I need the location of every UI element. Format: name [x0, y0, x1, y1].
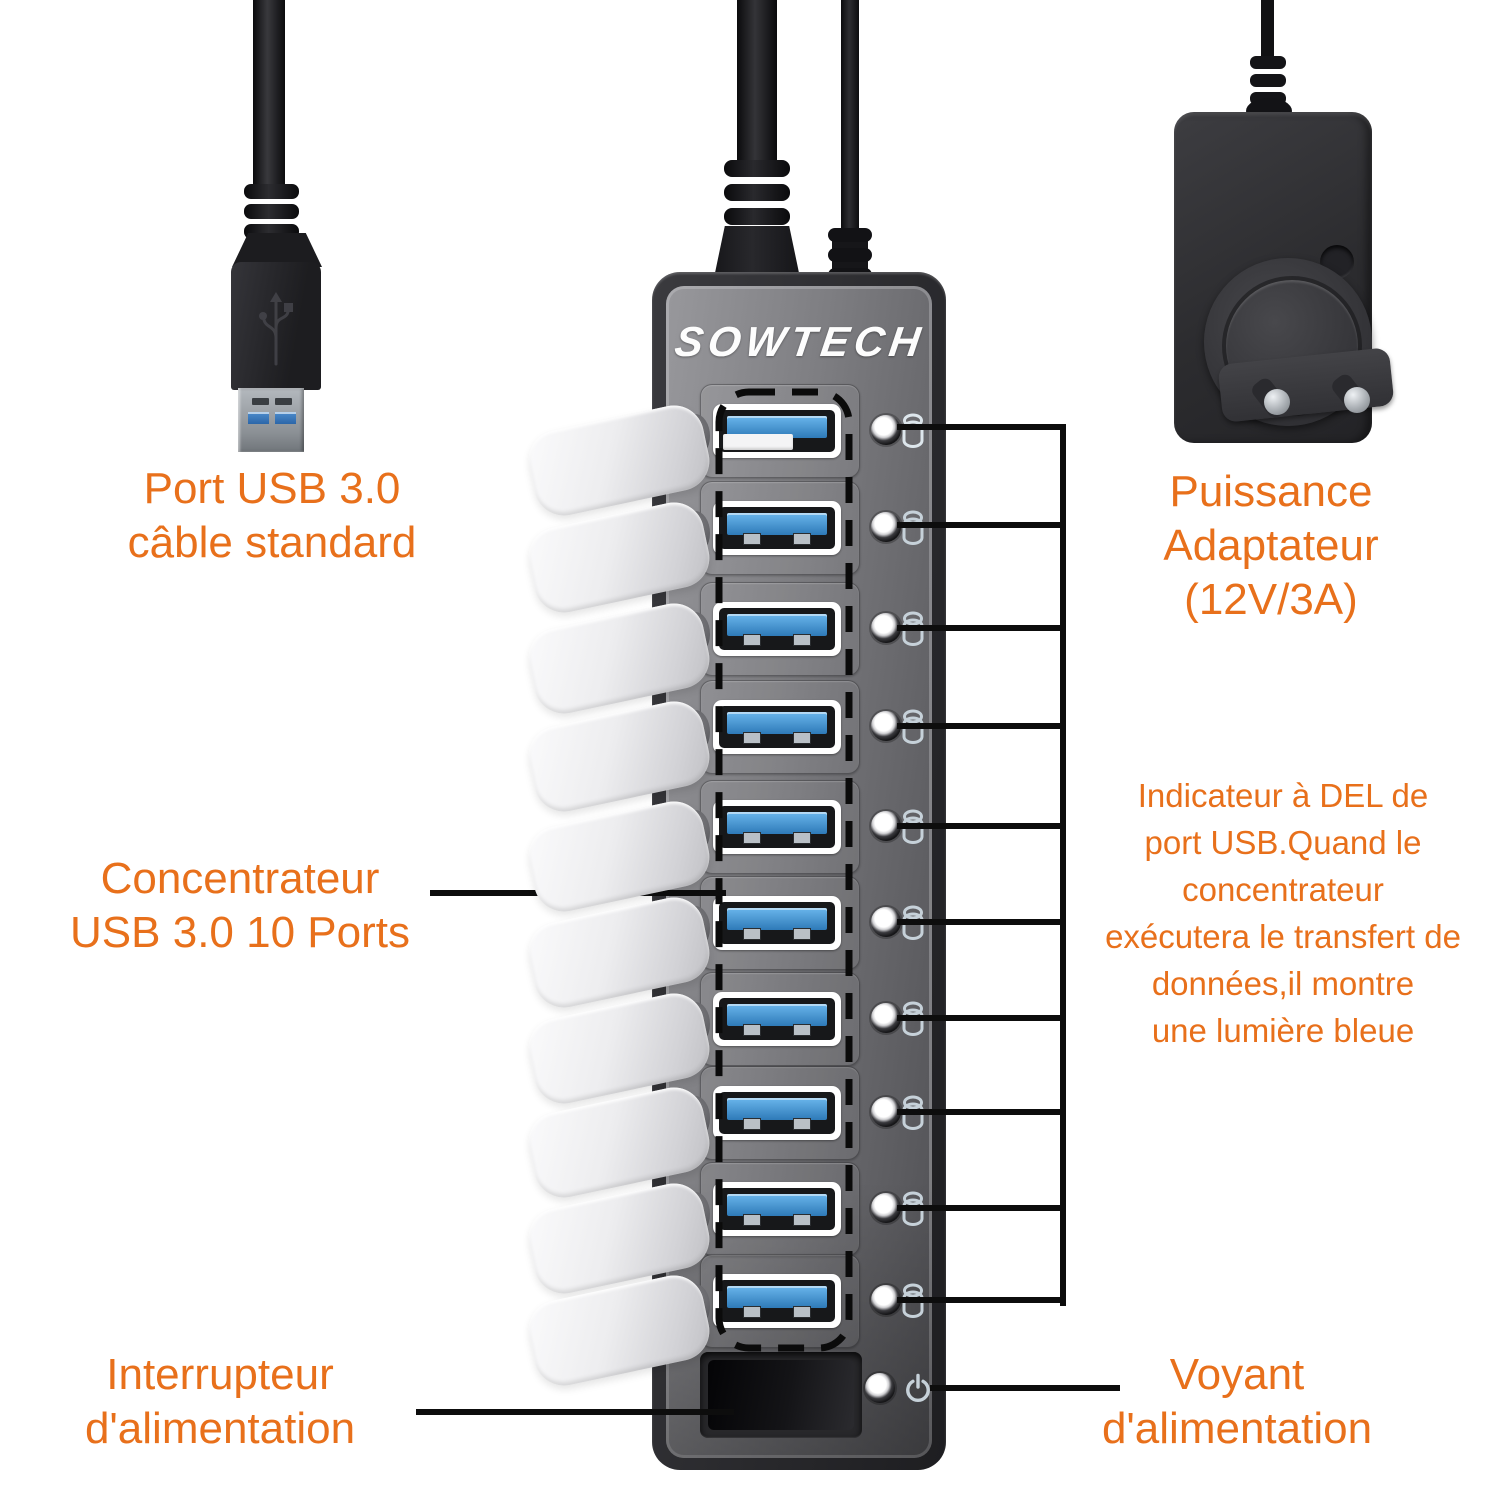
label-power-switch: Interrupteur d'alimentation — [84, 1350, 356, 1453]
disk-icon — [902, 611, 924, 646]
hub-dc-power-cable — [841, 0, 859, 235]
port-led-1 — [871, 415, 901, 445]
usb-cable — [253, 0, 285, 186]
label-power-led: Voyant d'alimentation — [1101, 1350, 1373, 1453]
callout-line-port-10 — [897, 1297, 1066, 1303]
disk-icon — [902, 413, 924, 448]
adapter-cable — [1261, 0, 1274, 60]
port-led-7 — [871, 1003, 901, 1033]
disk-icon — [902, 1001, 924, 1036]
power-icon — [906, 1373, 930, 1402]
disk-icon — [902, 709, 924, 744]
callout-line-port-4 — [897, 723, 1066, 729]
port-led-8 — [871, 1097, 901, 1127]
callout-line-port-3 — [897, 625, 1066, 631]
port-led-5 — [871, 811, 901, 841]
usb-port-5 — [700, 780, 860, 874]
port-led-3 — [871, 613, 901, 643]
usb-port-4 — [700, 680, 860, 774]
callout-line-switch — [416, 1409, 734, 1415]
callout-line-port-2 — [897, 522, 1066, 528]
usb-metal-shell — [238, 388, 304, 452]
usb-port-6 — [700, 876, 860, 970]
usb-port-7 — [700, 972, 860, 1066]
power-led — [865, 1373, 895, 1403]
label-usb-cable: Port USB 3.0 câble standard — [127, 464, 417, 567]
dashed-port-outline — [715, 388, 853, 1352]
port-led-6 — [871, 907, 901, 937]
usb-port-8 — [700, 1066, 860, 1160]
port-led-9 — [871, 1193, 901, 1223]
disk-icon — [902, 510, 924, 545]
disk-icon — [902, 1191, 924, 1226]
rocker-button — [708, 1360, 854, 1430]
callout-line-power-led — [930, 1385, 1120, 1391]
callout-line-port-1 — [897, 424, 1066, 430]
port-led-4 — [871, 711, 901, 741]
disk-icon — [902, 809, 924, 844]
disk-icon — [902, 905, 924, 940]
port-led-2 — [871, 512, 901, 542]
disk-icon — [902, 1283, 924, 1318]
usb-plug-body — [231, 262, 321, 390]
label-power-adapter: Puissance Adaptateur (12V/3A) — [1163, 467, 1379, 624]
disk-icon — [902, 1095, 924, 1130]
usb-port-2 — [700, 481, 860, 575]
callout-rail — [1060, 424, 1066, 1306]
hub-usb-uplink-cable — [737, 0, 777, 175]
callout-line-port-9 — [897, 1205, 1066, 1211]
callout-line-port-6 — [897, 919, 1066, 925]
callout-line-port-5 — [897, 823, 1066, 829]
usb-port-9 — [700, 1162, 860, 1256]
port-led-10 — [871, 1285, 901, 1315]
callout-line-port-7 — [897, 1015, 1066, 1021]
callout-line-port-8 — [897, 1109, 1066, 1115]
power-switch — [700, 1352, 862, 1438]
label-hub: Concentrateur USB 3.0 10 Ports — [70, 854, 410, 957]
label-led-indicator: Indicateur à DEL de port USB.Quand le co… — [1105, 777, 1461, 1049]
usb-trident-icon — [259, 292, 293, 366]
